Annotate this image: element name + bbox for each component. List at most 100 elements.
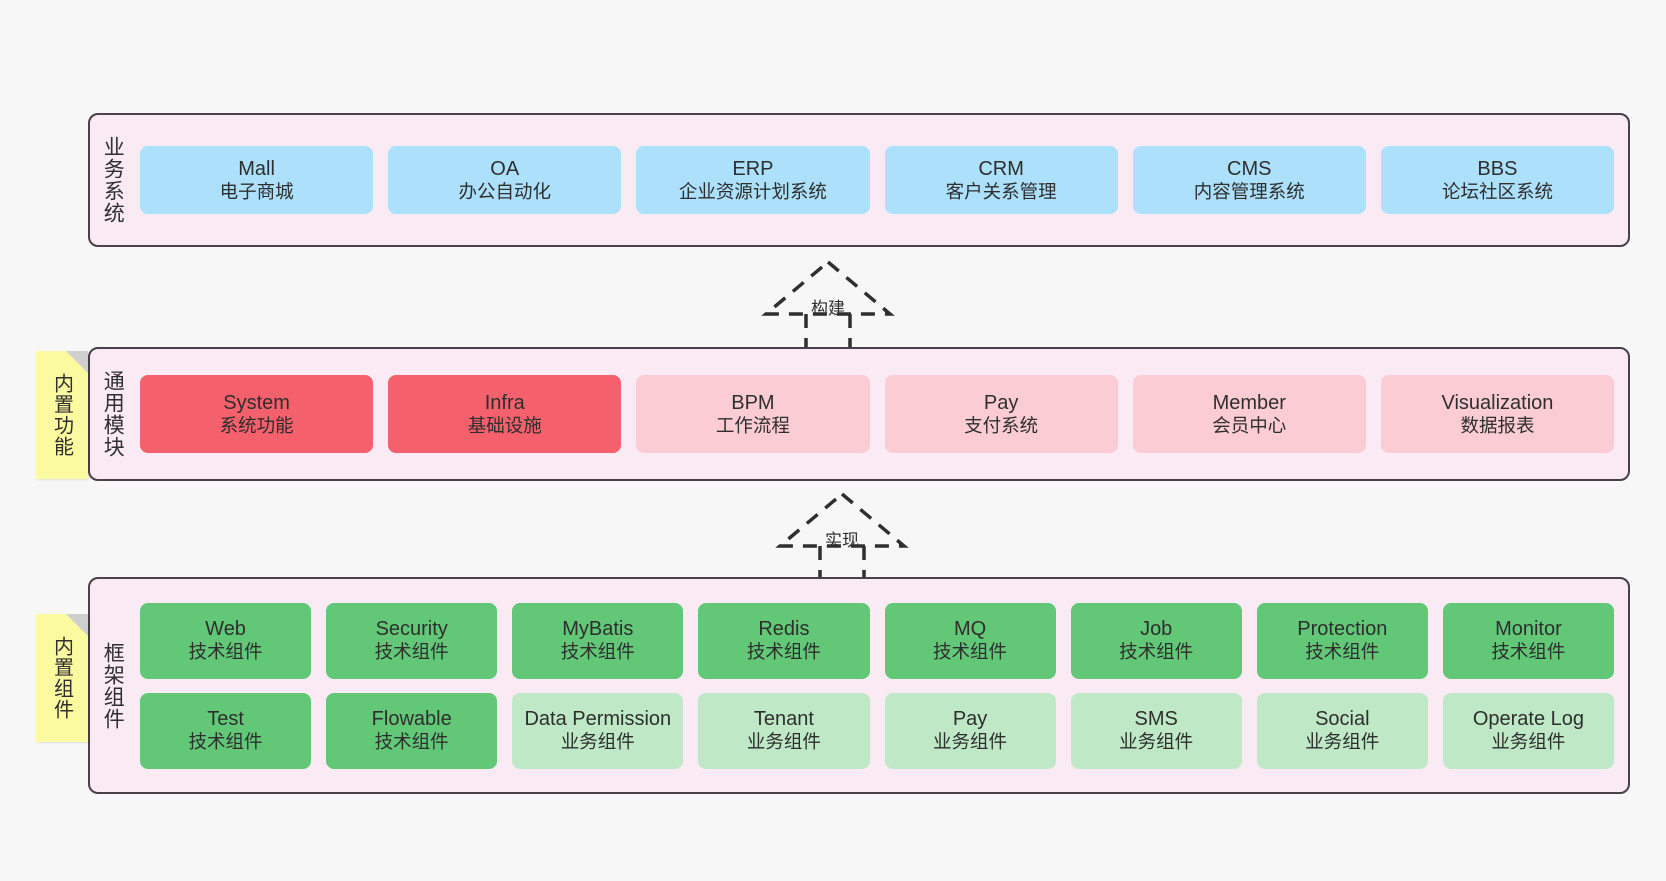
card-operate-log[interactable]: Operate Log 业务组件 bbox=[1442, 692, 1614, 769]
card-title-cn: 业务组件 bbox=[1491, 731, 1566, 753]
card-title-en: BBS bbox=[1477, 157, 1518, 180]
card-test[interactable]: Test 技术组件 bbox=[140, 692, 312, 769]
card-bbs[interactable]: BBS 论坛社区系统 bbox=[1380, 146, 1615, 214]
card-row: Web 技术组件 Security 技术组件 MyBatis 技术组件 Redi… bbox=[140, 602, 1614, 679]
card-title-en: CMS bbox=[1227, 157, 1272, 180]
card-title-cn: 技术组件 bbox=[746, 641, 821, 663]
generalization-arrow-realize: 实现 bbox=[752, 490, 932, 584]
card-title-en: Monitor bbox=[1495, 618, 1562, 641]
card-title-cn: 系统功能 bbox=[219, 414, 294, 436]
card-title-en: Mall bbox=[238, 157, 275, 180]
layer-title-framework-component: 框架组件 bbox=[101, 641, 125, 730]
card-pay[interactable]: Pay 支付系统 bbox=[884, 375, 1118, 453]
card-crm[interactable]: CRM 客户关系管理 bbox=[884, 146, 1118, 214]
card-title-en: CRM bbox=[978, 157, 1024, 180]
card-row: Test 技术组件 Flowable 技术组件 Data Permission … bbox=[140, 692, 1614, 769]
card-social[interactable]: Social 业务组件 bbox=[1256, 692, 1428, 769]
card-title-cn: 电子商城 bbox=[219, 180, 294, 202]
card-title-cn: 企业资源计划系统 bbox=[678, 180, 827, 202]
card-title-en: Test bbox=[207, 708, 244, 731]
arrow-head-triangle bbox=[761, 259, 895, 316]
card-title-en: Member bbox=[1212, 391, 1286, 414]
card-title-cn: 技术组件 bbox=[188, 731, 263, 753]
card-title-en: Operate Log bbox=[1472, 708, 1585, 731]
card-title-cn: 技术组件 bbox=[933, 641, 1008, 663]
card-infra[interactable]: Infra 基础设施 bbox=[388, 375, 622, 453]
card-tenant[interactable]: Tenant 业务组件 bbox=[698, 692, 870, 769]
card-title-cn: 技术组件 bbox=[1119, 641, 1194, 663]
card-title-cn: 技术组件 bbox=[374, 641, 449, 663]
card-title-en: Tenant bbox=[753, 708, 814, 731]
card-title-cn: 业务组件 bbox=[1305, 731, 1380, 753]
card-web[interactable]: Web 技术组件 bbox=[140, 602, 312, 679]
card-oa[interactable]: OA 办公自动化 bbox=[388, 146, 622, 214]
card-title-cn: 数据报表 bbox=[1460, 414, 1535, 436]
layer-common-module: 通用模块 System 系统功能 Infra 基础设施 BPM 工作流程 Pay… bbox=[88, 347, 1630, 481]
card-title-cn: 会员中心 bbox=[1212, 414, 1287, 436]
card-title-cn: 业务组件 bbox=[1119, 731, 1194, 753]
card-title-en: SMS bbox=[1134, 708, 1178, 731]
card-title-en: BPM bbox=[731, 391, 775, 414]
card-bpm[interactable]: BPM 工作流程 bbox=[636, 375, 870, 453]
card-title-cn: 工作流程 bbox=[715, 414, 790, 436]
note-label: 内置组件 bbox=[50, 636, 73, 720]
card-mq[interactable]: MQ 技术组件 bbox=[884, 602, 1056, 679]
card-data-permission[interactable]: Data Permission 业务组件 bbox=[512, 692, 684, 769]
card-title-en: ERP bbox=[732, 157, 774, 180]
card-title-en: Web bbox=[205, 618, 246, 641]
card-title-en: OA bbox=[490, 157, 520, 180]
arrow-label-realize: 实现 bbox=[825, 531, 859, 550]
card-system[interactable]: System 系统功能 bbox=[140, 375, 374, 453]
card-visualization[interactable]: Visualization 数据报表 bbox=[1380, 375, 1615, 453]
card-title-en: Protection bbox=[1297, 618, 1388, 641]
card-erp[interactable]: ERP 企业资源计划系统 bbox=[636, 146, 870, 214]
card-monitor[interactable]: Monitor 技术组件 bbox=[1442, 602, 1614, 679]
layer-body-common-module: System 系统功能 Infra 基础设施 BPM 工作流程 Pay 支付系统… bbox=[134, 349, 1628, 479]
note-fold-corner-icon bbox=[66, 614, 88, 636]
card-title-en: Security bbox=[375, 618, 448, 641]
card-job[interactable]: Job 技术组件 bbox=[1070, 602, 1242, 679]
card-title-cn: 技术组件 bbox=[1305, 641, 1380, 663]
card-mall[interactable]: Mall 电子商城 bbox=[140, 146, 374, 214]
arrow-shaft bbox=[804, 314, 852, 352]
card-title-en: Data Permission bbox=[524, 708, 672, 731]
card-title-en: Infra bbox=[484, 391, 525, 414]
card-title-en: Flowable bbox=[371, 708, 452, 731]
note-fold-corner-icon bbox=[66, 351, 88, 373]
card-title-cn: 论坛社区系统 bbox=[1441, 180, 1553, 202]
card-title-cn: 技术组件 bbox=[560, 641, 635, 663]
card-security[interactable]: Security 技术组件 bbox=[326, 602, 498, 679]
card-cms[interactable]: CMS 内容管理系统 bbox=[1132, 146, 1366, 214]
card-title-en: Redis bbox=[758, 618, 810, 641]
generalization-arrow-build: 构建 bbox=[738, 258, 918, 352]
card-title-cn: 办公自动化 bbox=[458, 180, 552, 202]
card-title-en: Job bbox=[1140, 618, 1173, 641]
card-title-cn: 业务组件 bbox=[560, 731, 635, 753]
card-title-cn: 支付系统 bbox=[964, 414, 1039, 436]
card-title-en: MQ bbox=[953, 618, 987, 641]
card-title-cn: 业务组件 bbox=[746, 731, 821, 753]
card-redis[interactable]: Redis 技术组件 bbox=[698, 602, 870, 679]
card-title-cn: 技术组件 bbox=[1491, 641, 1566, 663]
card-protection[interactable]: Protection 技术组件 bbox=[1256, 602, 1428, 679]
layer-body-business-system: Mall 电子商城 OA 办公自动化 ERP 企业资源计划系统 CRM 客户关系… bbox=[134, 115, 1628, 245]
card-title-en: Visualization bbox=[1441, 391, 1554, 414]
card-title-cn: 业务组件 bbox=[933, 731, 1008, 753]
card-title-en: Pay bbox=[952, 708, 988, 731]
card-title-cn: 技术组件 bbox=[188, 641, 263, 663]
card-mybatis[interactable]: MyBatis 技术组件 bbox=[512, 602, 684, 679]
card-title-en: MyBatis bbox=[562, 618, 634, 641]
note-builtin-function: 内置功能 bbox=[36, 351, 88, 479]
card-sms[interactable]: SMS 业务组件 bbox=[1070, 692, 1242, 769]
card-member[interactable]: Member 会员中心 bbox=[1132, 375, 1366, 453]
card-title-en: Pay bbox=[983, 391, 1019, 414]
card-row: System 系统功能 Infra 基础设施 BPM 工作流程 Pay 支付系统… bbox=[140, 375, 1615, 453]
note-builtin-component: 内置组件 bbox=[36, 614, 88, 742]
card-row: Mall 电子商城 OA 办公自动化 ERP 企业资源计划系统 CRM 客户关系… bbox=[140, 146, 1615, 214]
card-title-cn: 内容管理系统 bbox=[1193, 180, 1305, 202]
card-flowable[interactable]: Flowable 技术组件 bbox=[326, 692, 498, 769]
card-title-en: Social bbox=[1315, 708, 1370, 731]
card-pay-business[interactable]: Pay 业务组件 bbox=[884, 692, 1056, 769]
card-title-cn: 技术组件 bbox=[374, 731, 449, 753]
